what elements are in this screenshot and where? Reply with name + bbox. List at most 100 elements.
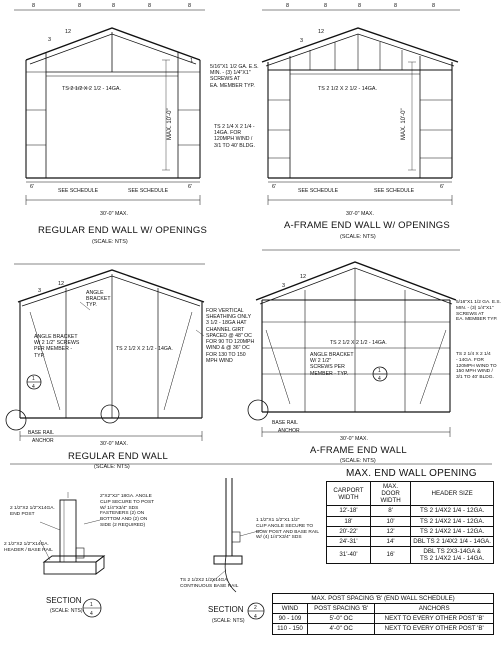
top-mark: 8: [148, 3, 151, 9]
aframe-section-num: 1: [378, 368, 381, 374]
aframe-open-scale: (SCALE: NTS): [340, 234, 376, 240]
note-screws-right: 5/16"X1 1/2 GA. E.S. MIN. - (3) 1/4"X1" …: [456, 300, 501, 323]
aframe-scale: (SCALE: NTS): [340, 458, 376, 464]
top-mark: 8: [78, 3, 81, 9]
note-section-end-post: 2 1/2"X2 1/2"X14GA. END POST: [10, 506, 55, 517]
top-mark: 8: [432, 3, 435, 9]
opening-table-cell: TS 2 1/4X2 1/4 - 12GA.: [410, 525, 494, 537]
opening-table-cell: 12'-18': [326, 505, 371, 517]
note-ts-right: TS 2 1/4 X 2 1/4 - 14GA. FOR 120MPH WIND…: [456, 352, 497, 380]
note-angle-bracket-screws: ANGLE BRACKET W/ 2 1/2" SCREWS PER MEMBE…: [34, 334, 80, 359]
post-table-header: WIND: [272, 603, 308, 615]
table-row: 12'-18'8'TS 2 1/4X2 1/4 - 12GA.: [326, 505, 494, 517]
opening-table-cell: 24'-31': [326, 535, 371, 547]
aframe-open-leg-left: 6': [272, 184, 276, 190]
aframe-open-schedule-left: SEE SCHEDULE: [298, 188, 339, 194]
table-row: 31'-40'16'DBL TS 2X3-14GA & TS 2 1/4X2 1…: [326, 545, 494, 565]
reg-open-scale: (SCALE: NTS): [92, 239, 128, 245]
note-section-angle-clip: 2"X2"X2" 18GA. ANGLE CLIP SECURE TO POST…: [100, 494, 155, 528]
opening-table-cell: 10': [369, 515, 412, 527]
top-mark: 8: [188, 3, 191, 9]
post-table-cell: 90 - 109: [272, 613, 308, 625]
top-mark: 8: [324, 3, 327, 9]
post-spacing-table: MAX. POST SPACING 'B' (END WALL SCHEDULE…: [272, 592, 494, 635]
section-1-sheet: 4: [90, 611, 93, 617]
opening-table-cell: 16': [369, 545, 412, 565]
aframe-end-wall-elevation: [247, 249, 460, 437]
aframe-end-wall-openings-elevation: [261, 9, 460, 205]
note-section2-clip: 1 1/2"X1 1/2"X1 1/2" CLIP ANGLE SECURE T…: [256, 518, 320, 541]
aframe-pitch-rise: 3: [282, 283, 285, 289]
note-section2-base: TS 2 1/2X2 1/2X14GA CONTINUOUS BASE RAIL: [180, 578, 239, 589]
opening-table-cell: TS 2 1/4X2 1/4 - 12GA.: [410, 515, 494, 527]
aframe-open-leg-right: 6': [440, 184, 444, 190]
top-mark: 8: [32, 3, 35, 9]
aframe-width: 30'-0" MAX.: [340, 436, 368, 442]
note-section-header: 2 1/2"X2 1/2"X14GA. HEADER / BASE RAIL: [4, 542, 53, 553]
reg-open-schedule-right: SEE SCHEDULE: [128, 188, 169, 194]
section-2-scale: (SCALE: NTS): [212, 618, 245, 624]
note-angle-bracket-screws2: ANGLE BRACKET W/ 2 1/2" SCREWS PER MEMBE…: [310, 352, 354, 377]
reg-open-height: MAX. 10'-0": [167, 108, 173, 140]
section-1-num: 1: [90, 602, 93, 608]
reg-open-leg-right: 6': [188, 184, 192, 190]
note-screws-top: 5/16"X1 1/2 GA. E.S. MIN. - (3) 1/4"X1" …: [210, 64, 259, 89]
opening-table-cell: 14': [369, 535, 412, 547]
opening-table-title: MAX. END WALL OPENING: [346, 468, 477, 479]
aframe-open-schedule-right: SEE SCHEDULE: [374, 188, 415, 194]
post-table-cell: 5'-0" OC: [306, 613, 376, 625]
reg-section-sheet: 4: [32, 384, 35, 390]
note-angle-bracket: ANGLE BRACKET TYP.: [86, 290, 111, 309]
aframe-anchor: ANCHOR: [278, 428, 300, 434]
post-table-cell: NEXT TO EVERY OTHER POST 'B': [374, 623, 494, 635]
aframe-title: A-FRAME END WALL: [310, 445, 407, 456]
aframe-pitch-run: 12: [300, 274, 306, 280]
reg-open-leg-left: 6': [30, 184, 34, 190]
reg-section-num: 1: [32, 376, 35, 382]
aframe-open-pitch-run: 12: [318, 29, 324, 35]
section-1-scale: (SCALE: NTS): [50, 608, 83, 614]
section-1-detail: [39, 492, 106, 618]
reg-open-schedule-left: SEE SCHEDULE: [58, 188, 99, 194]
post-table-cell: NEXT TO EVERY OTHER POST 'B': [374, 613, 494, 625]
opening-table-cell: 31'-40': [326, 545, 371, 565]
table-row: 24'-31'14'DBL TS 2 1/4X2 1/4 - 14GA.: [326, 535, 494, 547]
reg-open-pitch-rise: 3: [48, 37, 51, 43]
table-row: 20'-22'12'TS 2 1/4X2 1/4 - 12GA.: [326, 525, 494, 537]
reg-open-width: 30'-0" MAX.: [100, 211, 128, 217]
aframe-open-pitch-rise: 3: [300, 38, 303, 44]
opening-table-cell: 8': [369, 505, 412, 517]
reg-base-rail: BASE RAIL: [28, 430, 54, 436]
table-row: 18'10'TS 2 1/4X2 1/4 - 12GA.: [326, 515, 494, 527]
reg-title: REGULAR END WALL: [68, 451, 168, 462]
post-table-cell: 4'-0" OC: [306, 623, 376, 635]
reg-width: 30'-0" MAX.: [100, 441, 128, 447]
reg-scale: (SCALE: NTS): [94, 464, 130, 470]
regular-end-wall-elevation: [5, 263, 205, 441]
section-2-detail: [211, 478, 265, 620]
top-mark: 8: [112, 3, 115, 9]
reg-open-pitch-run: 12: [65, 29, 71, 35]
opening-table-header: HEADER SIZE: [410, 480, 494, 507]
regular-end-wall-openings-elevation: 1: [14, 9, 205, 205]
aframe-open-width: 30'-0" MAX.: [346, 211, 374, 217]
post-table-header: POST SPACING 'B': [306, 603, 376, 615]
aframe-base-rail: BASE RAIL: [272, 420, 298, 426]
aframe-open-title: A-FRAME END WALL W/ OPENINGS: [284, 220, 450, 231]
post-table-title: MAX. POST SPACING 'B' (END WALL SCHEDULE…: [272, 592, 494, 605]
aframe-open-member-note: TS 2 1/2 X 2 1/2 - 14GA.: [318, 86, 377, 92]
aframe-section-sheet: 4: [378, 376, 381, 382]
opening-table-cell: 12': [369, 525, 412, 537]
reg-open-member-note: TS 2 1/2 X 2 1/2 - 14GA.: [62, 86, 121, 92]
opening-table-cell: 18': [326, 515, 371, 527]
note-vertical-sheathing: FOR VERTICAL SHEATHING ONLY 3 1/2 - 18GA…: [206, 308, 255, 364]
reg-anchor: ANCHOR: [32, 438, 54, 444]
reg-open-title: REGULAR END WALL W/ OPENINGS: [38, 225, 208, 236]
top-mark: 8: [394, 3, 397, 9]
opening-table-cell: DBL TS 2X3-14GA & TS 2 1/4X2 1/4 - 14GA.: [410, 545, 494, 565]
reg-member-note: TS 2 1/2 X 2 1/2 - 14GA.: [116, 346, 173, 352]
